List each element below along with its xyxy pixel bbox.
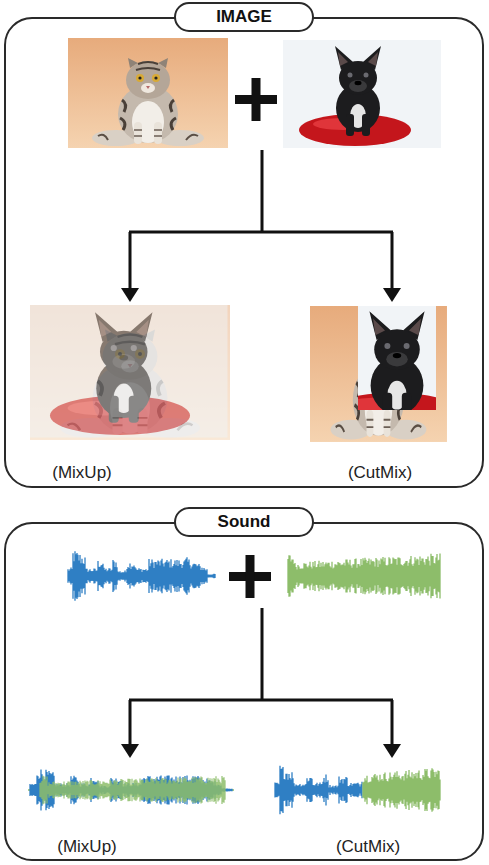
method-caption: (MixUp) (57, 837, 117, 857)
cutmix-image (307, 304, 489, 442)
cat-photo (68, 38, 228, 148)
mixup-image (30, 305, 230, 440)
cutmix-speech-waveform (275, 766, 362, 815)
noise-waveform (288, 553, 440, 598)
panel-heading: Sound (218, 512, 271, 532)
panel: Sound (4, 522, 484, 861)
header-pill: Sound (174, 507, 314, 537)
panel-heading: IMAGE (216, 7, 272, 27)
mixup-speech-waveform (30, 770, 232, 811)
waveforms (28, 551, 440, 814)
method-caption: (CutMix) (348, 463, 412, 483)
panel: IMAGE (4, 17, 484, 488)
cutmix-noise-waveform (363, 768, 440, 811)
plus-symbol (235, 78, 277, 121)
header-pill: IMAGE (174, 2, 314, 32)
mixup-noise-waveform (40, 776, 225, 805)
method-caption: (MixUp) (52, 463, 112, 483)
dog-photo (283, 40, 441, 148)
source-images (68, 38, 441, 148)
method-caption: (CutMix) (336, 837, 400, 857)
plus-symbol (229, 555, 271, 598)
speech-waveform (68, 551, 215, 601)
split-arrows (129, 150, 393, 746)
